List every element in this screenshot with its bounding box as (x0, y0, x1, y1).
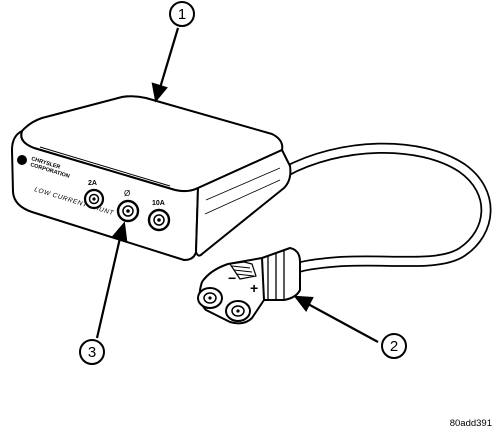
arrowhead-1 (151, 82, 168, 103)
jacks (83, 188, 171, 232)
leader-2 (307, 303, 379, 343)
jack-label-common: Ø (124, 189, 130, 198)
connector-plug (197, 247, 301, 325)
leader-1 (158, 27, 180, 89)
callout-1-number: 1 (178, 6, 186, 23)
arrowhead-3 (110, 221, 128, 242)
leader-lines (95, 27, 379, 343)
arrowhead-2 (293, 295, 314, 313)
callout-3-number: 3 (88, 344, 96, 361)
shunt-box-side (195, 149, 292, 257)
jack-label-2a: 2A (88, 180, 97, 187)
figure-code: 80add391 (450, 418, 492, 429)
leader-3 (95, 237, 122, 339)
polarity-plus: + (250, 280, 258, 296)
prong-left (197, 287, 223, 309)
jack-label-10a: 10A (152, 200, 165, 207)
callout-3: 3 (79, 339, 105, 365)
callout-2: 2 (381, 333, 407, 359)
callout-2-number: 2 (390, 338, 398, 355)
jack-2a (83, 188, 105, 210)
shunt-box (11, 95, 292, 261)
polarity-minus: − (228, 270, 236, 286)
prong-right (225, 300, 251, 322)
callout-1: 1 (169, 1, 195, 27)
strain-relief (261, 247, 301, 301)
jack-10a (147, 208, 171, 232)
cable (279, 142, 492, 276)
pentastar-icon (17, 155, 27, 165)
jack-common (116, 199, 140, 223)
